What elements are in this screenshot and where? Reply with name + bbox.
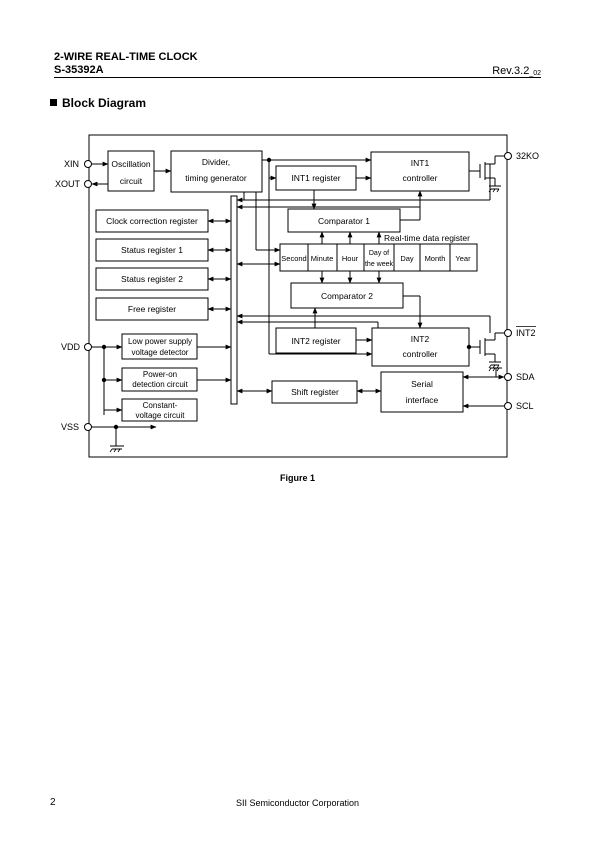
label-rt-year: Year [455, 254, 471, 263]
pin-vss [84, 423, 92, 431]
label-int1-register: INT1 register [291, 173, 340, 183]
figure-caption: Figure 1 [279, 473, 315, 483]
label-lp-1: Low power supply [128, 337, 192, 346]
label-rt-month: Month [425, 254, 446, 263]
section-title: Block Diagram [62, 96, 147, 110]
company-name: SII Semiconductor Corporation [235, 798, 360, 808]
pin-sda [504, 373, 512, 381]
pin-label-vdd: VDD [61, 342, 81, 352]
section-heading: Block Diagram [50, 96, 146, 110]
label-clock-correction: Clock correction register [106, 216, 198, 226]
label-int2-c1: INT2 [411, 334, 430, 344]
label-cv-2: voltage circuit [136, 411, 186, 420]
internal-bus [230, 195, 238, 405]
page-number: 2 [50, 797, 56, 808]
label-status-1: Status register 1 [121, 245, 183, 255]
label-div-1: Divider, [202, 157, 230, 167]
label-lp-2: voltage detector [132, 348, 189, 357]
label-int1-c1: INT1 [411, 158, 430, 168]
revision-main: Rev.3.2 [492, 65, 530, 77]
label-int2-c2: controller [403, 349, 438, 359]
label-rt-dow-1: Day of [369, 250, 389, 257]
label-osc-2: circuit [120, 176, 143, 186]
header-rule [54, 77, 541, 78]
pin-xin [84, 160, 92, 168]
pin-32ko [504, 152, 512, 160]
label-rt-hour: Hour [342, 254, 359, 263]
label-serial-1: Serial [411, 379, 433, 389]
label-shift-register: Shift register [291, 387, 339, 397]
pin-label-32ko: 32KO [516, 151, 539, 161]
label-realtime-register: Real-time data register [384, 233, 470, 243]
label-serial-2: interface [406, 395, 439, 405]
label-cv-1: Constant- [143, 401, 178, 410]
part-number: S-35392A [54, 64, 104, 76]
pin-xout [84, 180, 92, 188]
label-comparator-1: Comparator 1 [318, 216, 370, 226]
label-free-register: Free register [128, 304, 176, 314]
label-po-2: detection circuit [132, 380, 188, 389]
pin-label-vss: VSS [61, 422, 79, 432]
pin-label-sda: SDA [516, 372, 535, 382]
label-div-2: timing generator [185, 173, 247, 183]
label-comparator-2: Comparator 2 [321, 291, 373, 301]
label-status-2: Status register 2 [121, 274, 183, 284]
label-int2-register: INT2 register [291, 336, 340, 346]
pin-label-int2: INT2 [516, 328, 536, 338]
bullet-square-icon [50, 99, 57, 106]
label-rt-minute: Minute [311, 254, 334, 263]
label-rt-second: Second [281, 254, 306, 263]
label-rt-day: Day [400, 254, 414, 263]
pin-scl [504, 402, 512, 410]
label-po-1: Power-on [143, 370, 177, 379]
revision: Rev.3.2_02 [492, 65, 541, 77]
revision-sub: _02 [529, 70, 541, 77]
pin-label-xin: XIN [64, 159, 79, 169]
serial-interface-box [380, 371, 464, 413]
doc-title: 2-WIRE REAL-TIME CLOCK [54, 51, 198, 63]
pin-vdd [84, 343, 92, 351]
pin-int2 [504, 329, 512, 337]
label-int1-c2: controller [403, 173, 438, 183]
pin-label-scl: SCL [516, 401, 534, 411]
chip-outline [88, 134, 508, 458]
label-osc-1: Oscillation [111, 159, 150, 169]
pin-label-xout: XOUT [55, 179, 81, 189]
label-rt-dow-2: the week [365, 261, 394, 268]
